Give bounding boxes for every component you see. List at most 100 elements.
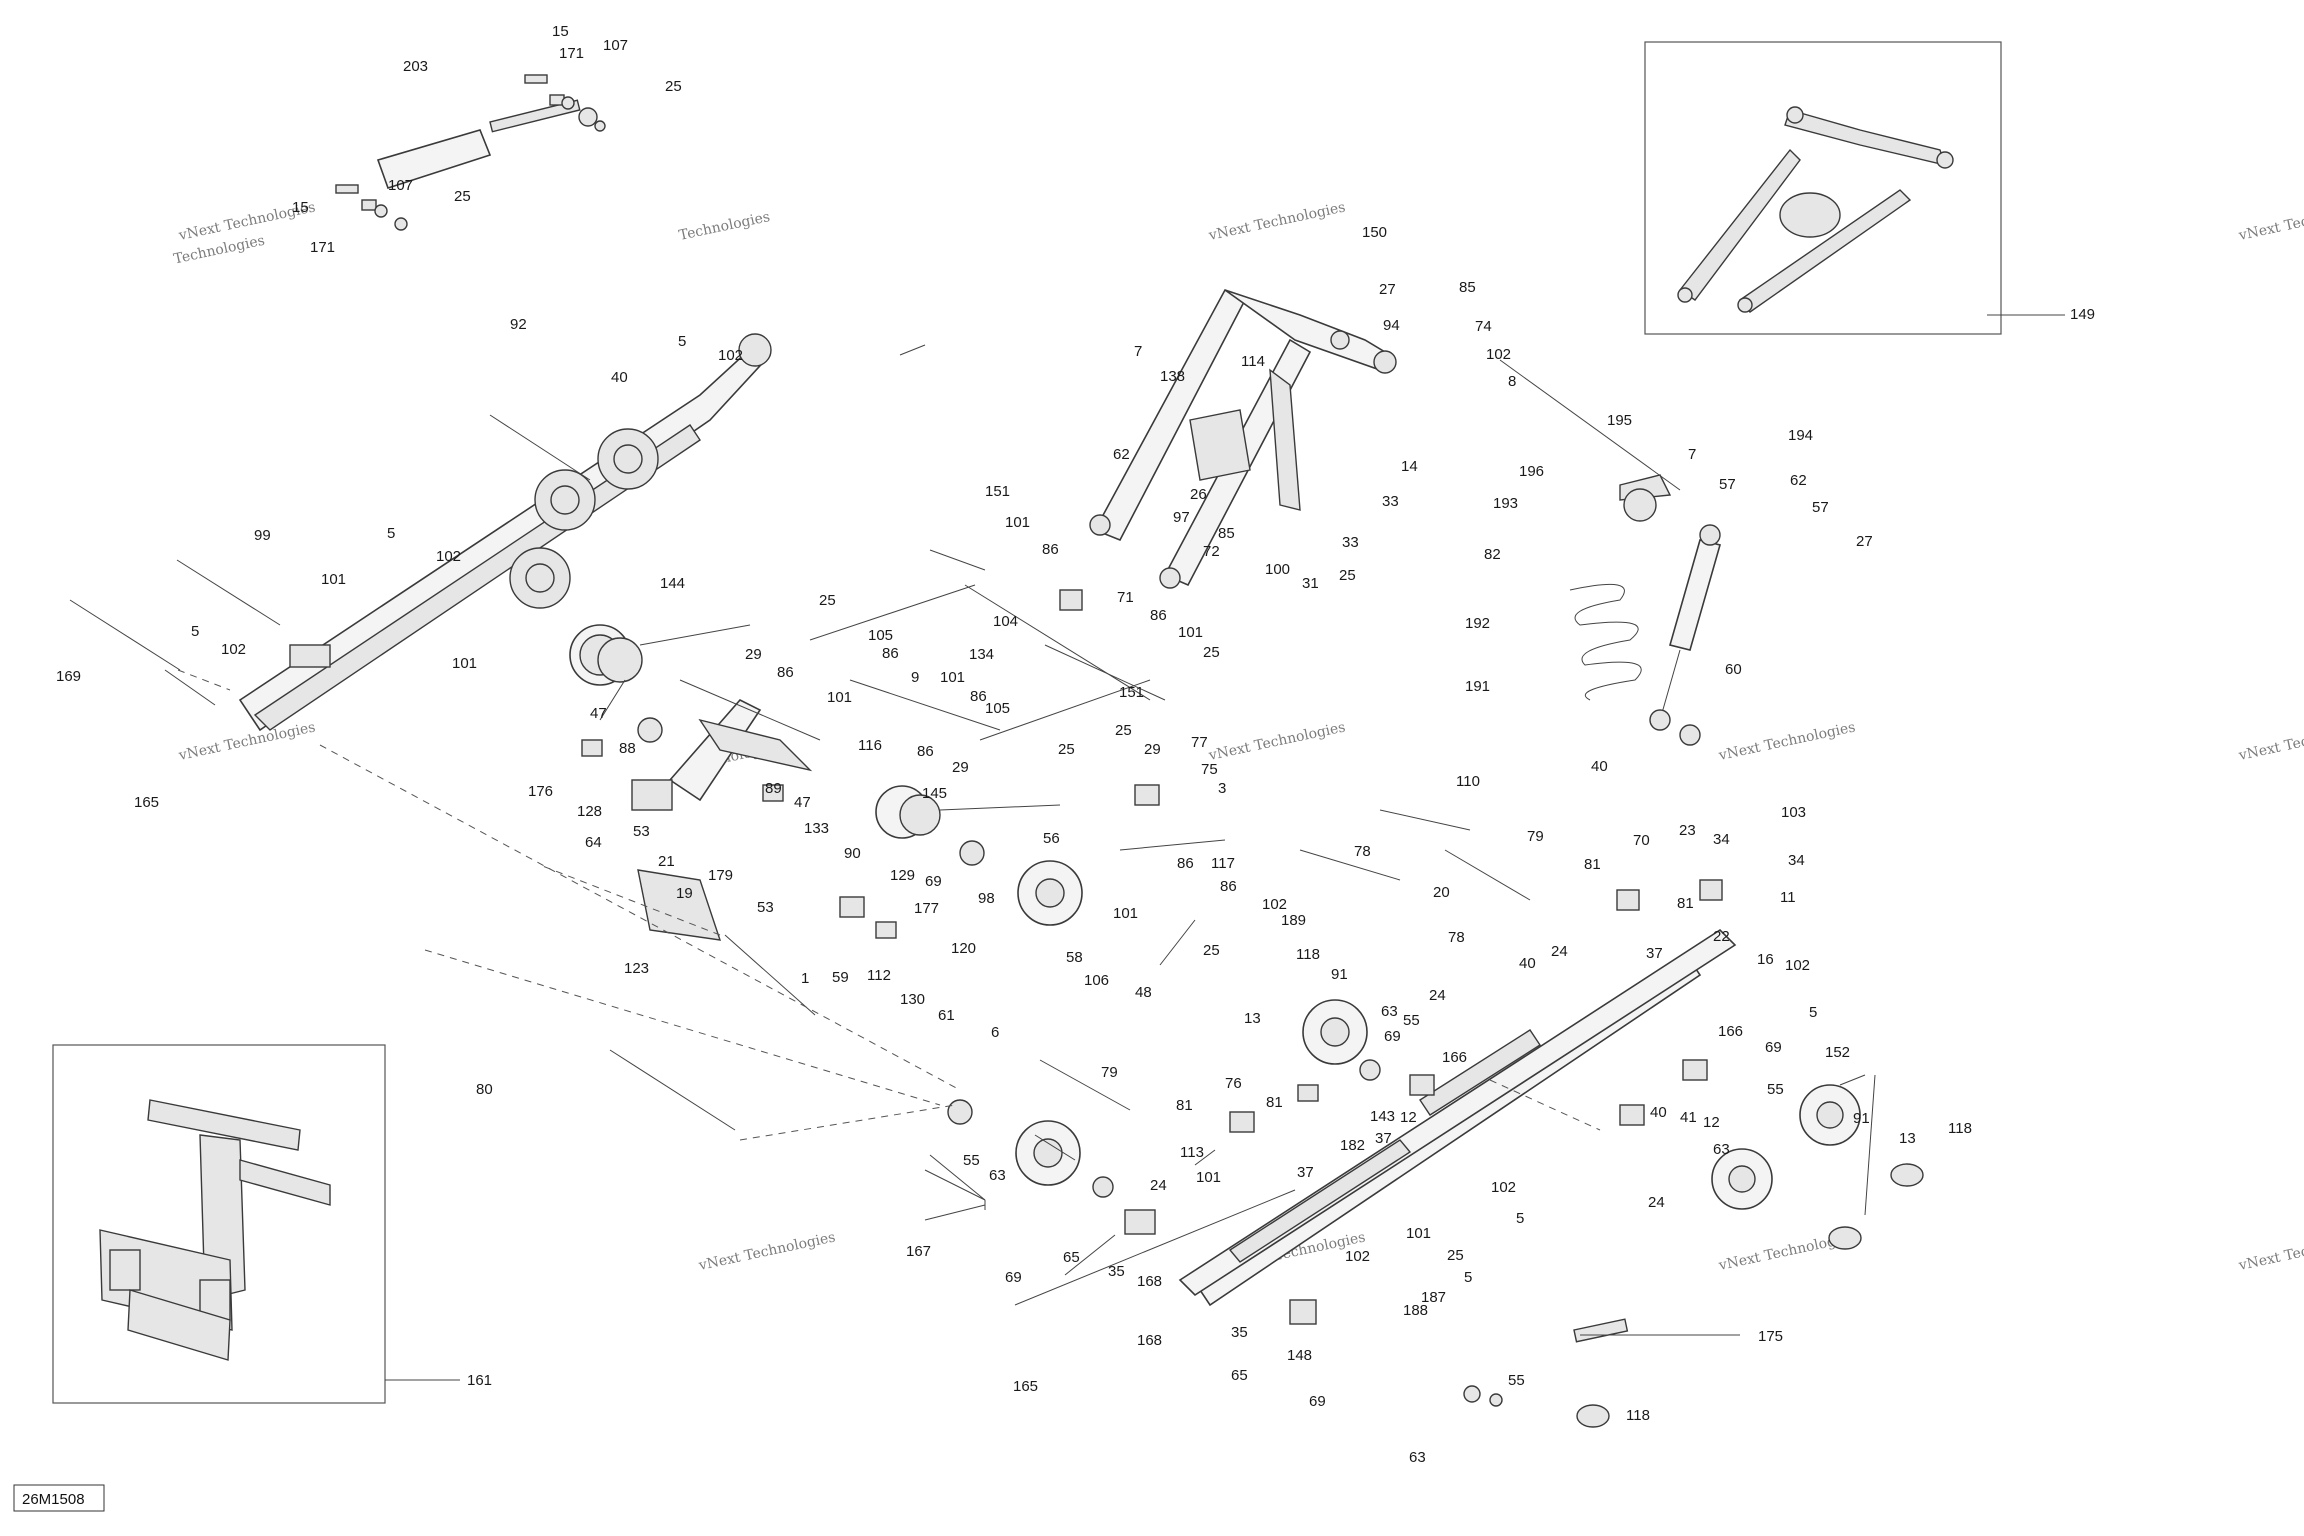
callout: 102 <box>1491 1179 1516 1196</box>
callout: 90 <box>844 845 861 862</box>
callout: 34 <box>1713 831 1730 848</box>
callout: 25 <box>1203 942 1220 959</box>
callout: 75 <box>1201 761 1218 778</box>
callout: 47 <box>590 705 607 722</box>
callout: 55 <box>1508 1372 1525 1389</box>
callout: 27 <box>1379 281 1396 298</box>
callout: 86 <box>777 664 794 681</box>
callout: 5 <box>387 525 395 542</box>
callout: 25 <box>665 78 682 95</box>
callout: 69 <box>925 873 942 890</box>
callout-labels: 203 15 171 107 25 15 107 25 171 92 40 5 … <box>56 23 2095 1466</box>
callout: 129 <box>890 867 915 884</box>
callout: 86 <box>1150 607 1167 624</box>
callout: 144 <box>660 575 685 592</box>
callout: 102 <box>1345 1248 1370 1265</box>
callout: 192 <box>1465 615 1490 632</box>
callout: 55 <box>1767 1081 1784 1098</box>
watermark-text: vNext Technologies <box>2237 199 2304 244</box>
watermark-text: vNext Technologies <box>177 719 317 764</box>
callout: 134 <box>969 646 994 663</box>
callout: 179 <box>708 867 733 884</box>
callout: 102 <box>221 641 246 658</box>
callout: 65 <box>1231 1367 1248 1384</box>
callout: 81 <box>1266 1094 1283 1111</box>
callout: 33 <box>1342 534 1359 551</box>
callout: 25 <box>1115 722 1132 739</box>
callout: 101 <box>1196 1169 1221 1186</box>
callout: 5 <box>1516 1210 1524 1227</box>
callout: 176 <box>528 783 553 800</box>
callout: 76 <box>1225 1075 1242 1092</box>
callout: 107 <box>388 177 413 194</box>
callout: 169 <box>56 668 81 685</box>
callout: 107 <box>603 37 628 54</box>
callout: 101 <box>940 669 965 686</box>
callout: 182 <box>1340 1137 1365 1154</box>
callout: 40 <box>1519 955 1536 972</box>
callout: 55 <box>1403 1012 1420 1029</box>
callout: 101 <box>321 571 346 588</box>
callout: 161 <box>467 1372 492 1389</box>
callout: 13 <box>1244 1010 1261 1027</box>
callout: 101 <box>452 655 477 672</box>
callout: 60 <box>1725 661 1742 678</box>
callout: 188 <box>1403 1302 1428 1319</box>
callout: 118 <box>1626 1407 1650 1424</box>
linkage-rods-part <box>809 549 1151 741</box>
callout: 152 <box>1825 1044 1850 1061</box>
callout: 78 <box>1354 843 1371 860</box>
callout: 101 <box>1406 1225 1431 1242</box>
callout: 5 <box>1809 1004 1817 1021</box>
callout: 69 <box>1765 1039 1782 1056</box>
callout: 12 <box>1400 1109 1417 1126</box>
callout: 91 <box>1853 1110 1870 1127</box>
center-pivot-bracket-part <box>631 679 821 941</box>
callout: 112 <box>867 967 891 984</box>
callout: 35 <box>1231 1324 1248 1341</box>
watermark-text: vNext Technologies <box>1207 719 1347 764</box>
callout: 100 <box>1265 561 1290 578</box>
callout: 86 <box>917 743 934 760</box>
callout: 150 <box>1362 224 1387 241</box>
callout: 13 <box>1899 1130 1916 1147</box>
callout: 187 <box>1421 1289 1446 1306</box>
callout: 123 <box>624 960 649 977</box>
callout: 167 <box>906 1243 931 1260</box>
callout: 191 <box>1465 678 1490 695</box>
callout: 5 <box>678 333 686 350</box>
callout: 27 <box>1856 533 1873 550</box>
callout: 37 <box>1297 1164 1314 1181</box>
callout: 189 <box>1281 912 1306 929</box>
callout: 196 <box>1519 463 1544 480</box>
callout: 81 <box>1677 895 1694 912</box>
callout: 25 <box>1447 1247 1464 1264</box>
callout: 85 <box>1218 525 1235 542</box>
callout: 77 <box>1191 734 1208 751</box>
callout: 40 <box>1650 1104 1667 1121</box>
callout: 133 <box>804 820 829 837</box>
callout: 118 <box>1948 1120 1972 1137</box>
callout: 29 <box>745 646 762 663</box>
callout: 86 <box>1042 541 1059 558</box>
callout: 12 <box>1703 1114 1720 1131</box>
callout: 148 <box>1287 1347 1312 1364</box>
callout: 65 <box>1063 1249 1080 1266</box>
callout: 14 <box>1401 458 1418 475</box>
callout: 149 <box>2070 306 2095 323</box>
callout: 25 <box>1203 644 1220 661</box>
callout: 62 <box>1790 472 1807 489</box>
callout: 69 <box>1384 1028 1401 1045</box>
torsion-spring-part <box>569 624 1061 839</box>
callout: 61 <box>938 1007 955 1024</box>
reference-code: 26M1508 <box>22 1491 85 1508</box>
watermark-text: vNext Technologies <box>2237 1229 2304 1274</box>
callout: 175 <box>1758 1328 1783 1345</box>
callout: 177 <box>914 900 939 917</box>
callout: 31 <box>1302 575 1319 592</box>
callout: 69 <box>1005 1269 1022 1286</box>
callout: 151 <box>1119 684 1144 701</box>
callout: 113 <box>1180 1144 1204 1161</box>
callout: 89 <box>765 780 782 797</box>
